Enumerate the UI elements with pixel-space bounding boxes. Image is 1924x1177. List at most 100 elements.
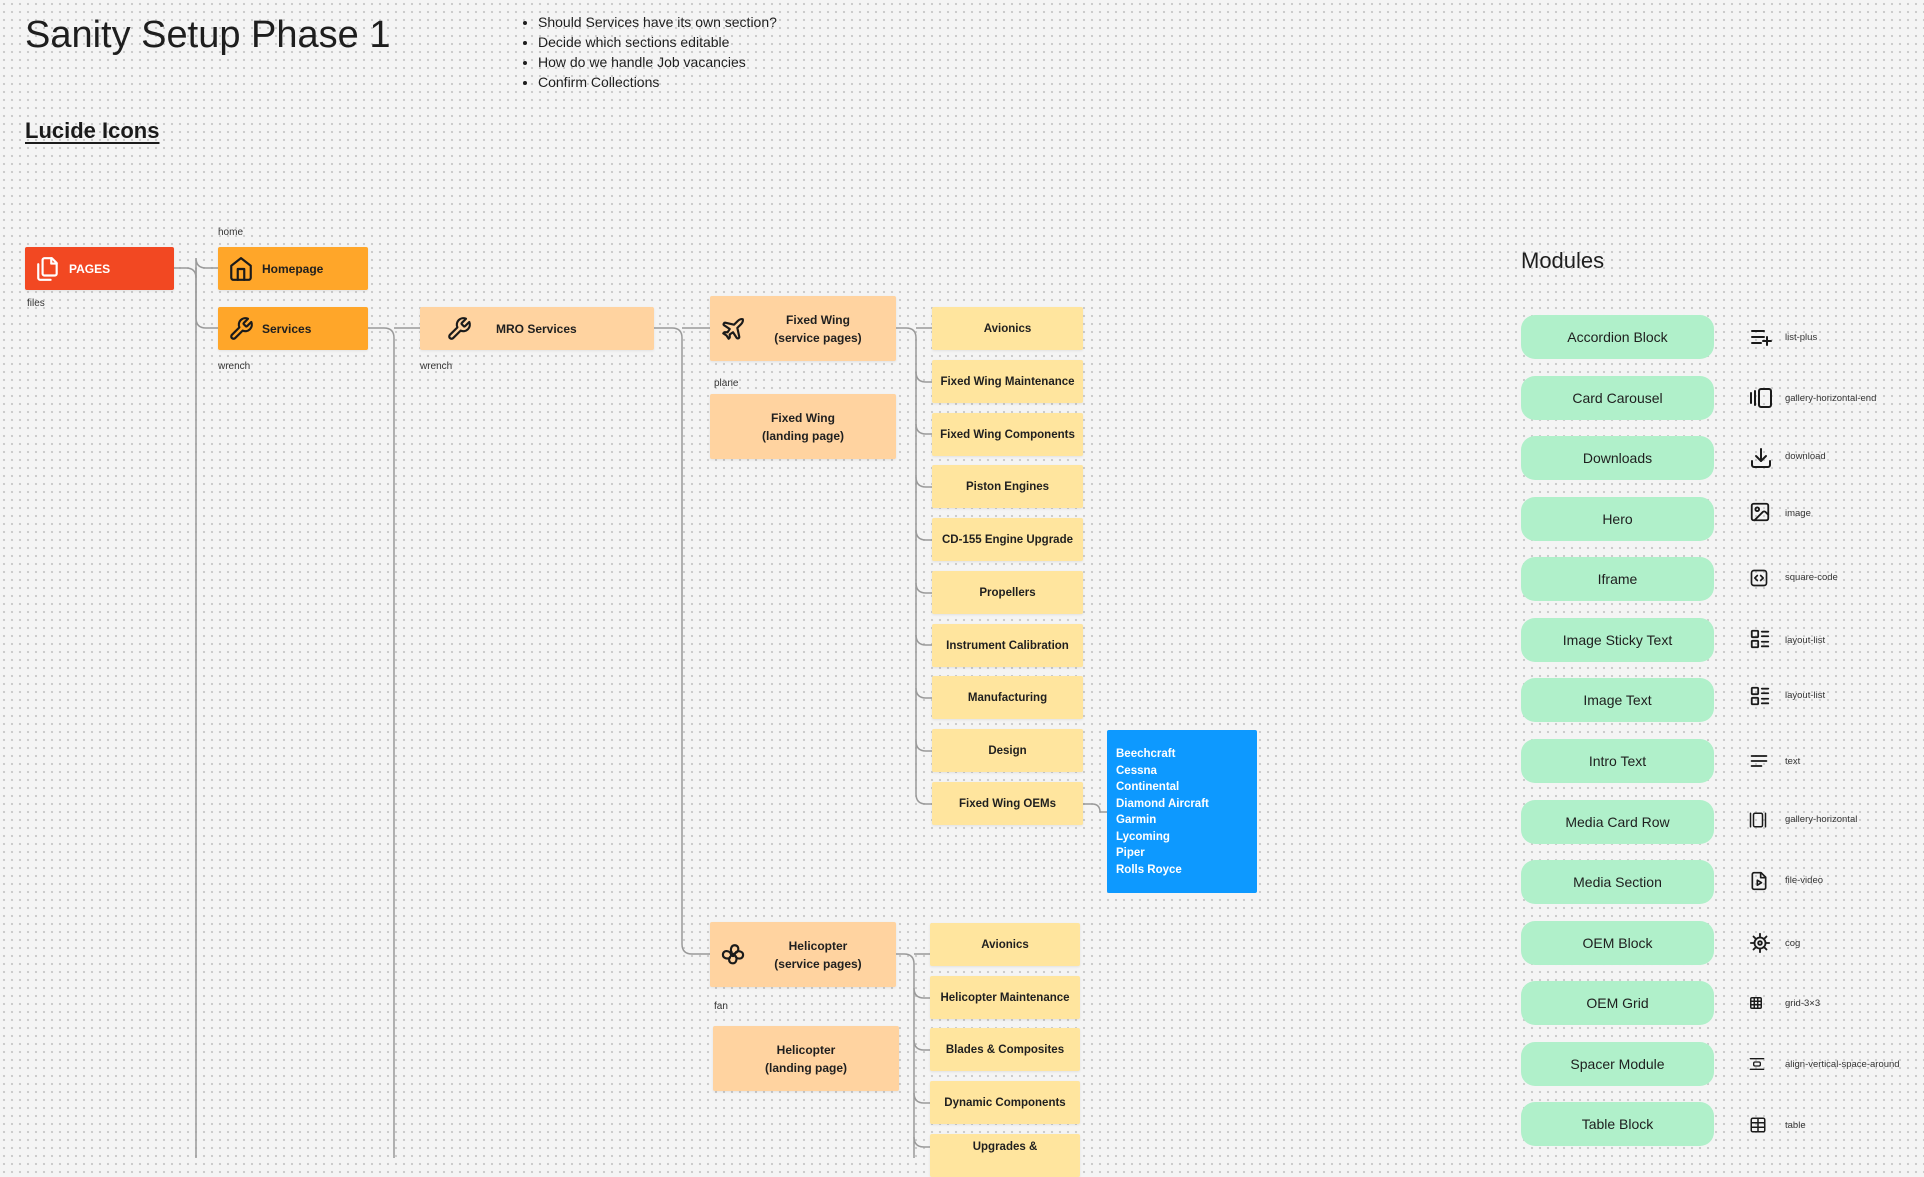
notes-list: Should Services have its own section? De… — [520, 12, 777, 92]
fixed-wing-child-node[interactable]: CD-155 Engine Upgrade — [932, 518, 1083, 561]
module-pill-oem-block[interactable]: OEM Block — [1521, 921, 1714, 965]
helicopter-landing-node[interactable]: Helicopter (landing page) — [713, 1026, 899, 1091]
helicopter-child-node[interactable]: Avionics — [930, 923, 1080, 966]
layout-list-icon — [1749, 685, 1773, 709]
helicopter-landing-label: Helicopter (landing page) — [765, 1041, 847, 1077]
layout-list-icon — [1749, 628, 1773, 652]
homepage-label: Homepage — [262, 261, 324, 276]
module-pill-image-sticky-text[interactable]: Image Sticky Text — [1521, 618, 1714, 662]
fixed-wing-child-node[interactable]: Piston Engines — [932, 465, 1083, 508]
module-icon-name: list-plus — [1785, 332, 1818, 343]
plane-icon-caption: plane — [714, 378, 739, 389]
wrench-icon — [228, 316, 254, 342]
fixed-wing-child-node[interactable]: Manufacturing — [932, 676, 1083, 719]
note-item: Confirm Collections — [538, 72, 777, 92]
plane-icon — [720, 316, 746, 342]
services-node[interactable]: Services — [218, 307, 368, 350]
mro-services-node[interactable]: MRO Services — [420, 307, 654, 350]
pages-label: PAGES — [69, 261, 111, 276]
cog-icon — [1749, 932, 1773, 956]
module-icon-name: cog — [1785, 938, 1801, 949]
fixed-wing-service-node[interactable]: Fixed Wing (service pages) — [710, 296, 896, 361]
note-item: Decide which sections editable — [538, 32, 777, 52]
note-item: How do we handle Job vacancies — [538, 52, 777, 72]
oem-item: Garmin — [1116, 814, 1157, 826]
module-pill-accordion-block[interactable]: Accordion Block — [1521, 315, 1714, 359]
table-icon — [1749, 1116, 1773, 1140]
module-icon-name: square-code — [1785, 572, 1838, 583]
helicopter-child-node[interactable]: Blades & Composites — [930, 1028, 1080, 1071]
module-icon-name: align-vertical-space-around — [1785, 1059, 1900, 1070]
fixed-wing-child-node[interactable]: Fixed Wing Components — [932, 413, 1083, 456]
module-pill-media-section[interactable]: Media Section — [1521, 860, 1714, 904]
fixed-wing-landing-node[interactable]: Fixed Wing (landing page) — [710, 394, 896, 459]
helicopter-service-node[interactable]: Helicopter(service pages) — [710, 922, 896, 987]
services-label: Services — [262, 321, 312, 336]
fan-icon — [720, 942, 746, 968]
oem-item: Diamond Aircraft — [1116, 797, 1209, 810]
module-pill-oem-grid[interactable]: OEM Grid — [1521, 981, 1714, 1025]
module-pill-card-carousel[interactable]: Card Carousel — [1521, 376, 1714, 420]
helicopter-landing-line1: Helicopter — [776, 1042, 836, 1057]
pages-icon-caption: files — [27, 298, 45, 309]
module-pill-media-card-row[interactable]: Media Card Row — [1521, 800, 1714, 844]
module-icon-name: layout-list — [1785, 690, 1826, 701]
mro-services-label: MRO Services — [496, 321, 577, 336]
home-icon — [228, 256, 254, 282]
helicopter-child-node[interactable]: Dynamic Components — [930, 1081, 1080, 1124]
fixed-wing-landing-line2: (landing page) — [762, 428, 844, 443]
wrench-icon — [446, 316, 472, 342]
module-icon-name: text — [1785, 756, 1801, 767]
align-vertical-space-around-icon — [1749, 1056, 1773, 1080]
note-item: Should Services have its own section? — [538, 12, 777, 32]
file-video-icon — [1749, 871, 1773, 895]
module-pill-spacer-module[interactable]: Spacer Module — [1521, 1042, 1714, 1086]
services-icon-caption: wrench — [218, 361, 251, 372]
files-icon — [35, 256, 61, 282]
module-icon-name: gallery-horizontal — [1785, 814, 1858, 825]
helicopter-child-node[interactable]: Upgrades & — [930, 1134, 1080, 1177]
fixed-wing-child-node[interactable]: Fixed Wing Maintenance — [932, 360, 1083, 403]
text-icon — [1749, 751, 1773, 775]
module-icon-name: layout-list — [1785, 635, 1826, 646]
fixed-wing-child-node[interactable]: Fixed Wing OEMs — [932, 782, 1083, 825]
module-icon-name: gallery-horizontal-end — [1785, 393, 1877, 404]
oem-item: Beechcraft — [1116, 748, 1176, 760]
pages-node[interactable]: PAGES — [25, 247, 174, 290]
fixed-wing-child-node[interactable]: Instrument Calibration — [932, 624, 1083, 667]
fixed-wing-child-node[interactable]: Avionics — [932, 307, 1083, 350]
gallery-horizontal-end-icon — [1749, 386, 1773, 410]
square-code-icon — [1749, 568, 1773, 592]
fixed-wing-service-line1: Fixed Wing — [786, 312, 850, 327]
fixed-wing-service-label: Fixed Wing (service pages) — [774, 311, 861, 347]
section-subtitle[interactable]: Lucide Icons — [25, 118, 160, 143]
homepage-node[interactable]: Homepage — [218, 247, 368, 290]
oem-item: Rolls Royce — [1116, 863, 1182, 876]
mro-icon-caption: wrench — [420, 361, 453, 372]
homepage-icon-caption: home — [218, 227, 244, 238]
fixed-wing-child-node[interactable]: Propellers — [932, 571, 1083, 614]
module-icon-name: table — [1785, 1120, 1806, 1131]
image-icon — [1749, 501, 1773, 525]
oem-item: Piper — [1116, 847, 1145, 859]
module-icon-name: image — [1785, 508, 1811, 519]
module-pill-iframe[interactable]: Iframe — [1521, 557, 1714, 601]
gallery-horizontal-icon — [1749, 811, 1773, 835]
module-pill-table-block[interactable]: Table Block — [1521, 1102, 1714, 1146]
module-pill-image-text[interactable]: Image Text — [1521, 678, 1714, 722]
list-plus-icon — [1749, 325, 1773, 349]
module-pill-downloads[interactable]: Downloads — [1521, 436, 1714, 480]
modules-title: Modules — [1521, 248, 1605, 273]
download-icon — [1749, 446, 1773, 470]
helicopter-child-node[interactable]: Helicopter Maintenance — [930, 976, 1080, 1019]
helicopter-landing-line2: (landing page) — [765, 1060, 847, 1075]
module-pill-intro-text[interactable]: Intro Text — [1521, 739, 1714, 783]
grid-3x3-icon — [1749, 996, 1773, 1020]
helicopter-service-line2: (service pages) — [774, 956, 862, 971]
fixed-wing-child-node[interactable]: Design — [932, 729, 1083, 772]
fixed-wing-service-line2: (service pages) — [774, 330, 862, 345]
module-pill-hero[interactable]: Hero — [1521, 497, 1714, 541]
oem-item: Continental — [1116, 781, 1180, 793]
oem-list-box[interactable]: Beechcraft Cessna Continental Diamond Ai… — [1107, 730, 1257, 893]
fixed-wing-landing-line1: Fixed Wing — [771, 410, 835, 425]
